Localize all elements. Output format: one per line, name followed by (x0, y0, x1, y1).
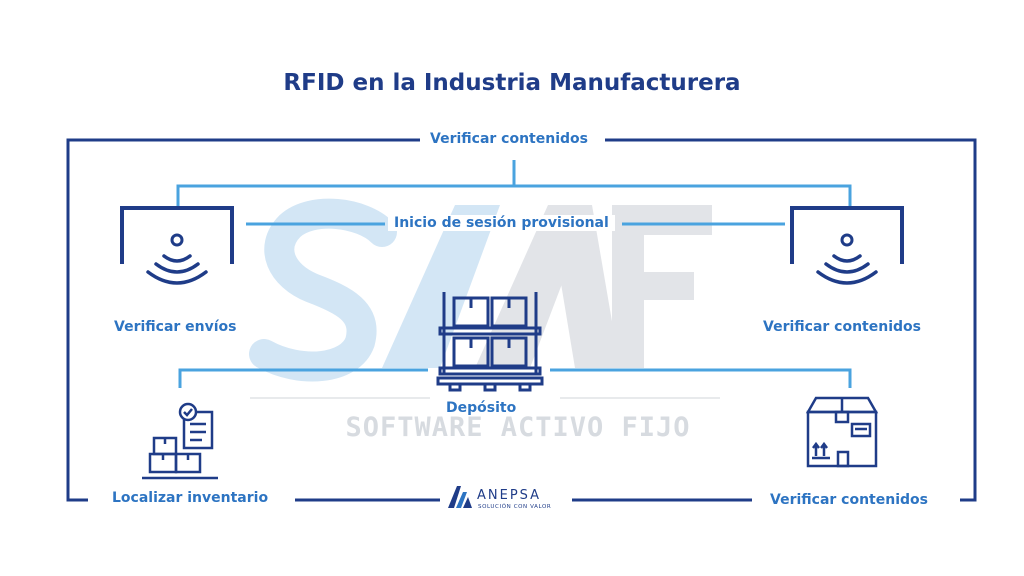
logo-tagline: SOLUCIÓN CON VALOR (478, 504, 552, 510)
anepsa-logo-icon (448, 486, 472, 508)
shipping-box-icon (805, 396, 879, 468)
label-middle: Inicio de sesión provisional (388, 215, 615, 231)
lower-bracket-line (178, 368, 428, 388)
watermark-subtitle: SOFTWARE ACTIVO FIJO (345, 412, 691, 443)
label-bottom-right: Verificar contenidos (764, 492, 934, 508)
label-left-reader: Verificar envíos (108, 319, 243, 335)
outer-frame-line (66, 138, 420, 502)
rfid-reader-icon (790, 206, 904, 285)
page-title: RFID en la Industria Manufacturera (283, 70, 741, 96)
warehouse-shelf-icon (436, 292, 544, 392)
rfid-reader-icon (120, 206, 234, 285)
label-bottom-left: Localizar inventario (106, 490, 275, 506)
lower-bracket-line (550, 368, 852, 388)
outer-frame-line (605, 138, 977, 502)
label-top: Verificar contenidos (424, 131, 594, 147)
inventory-checklist-icon (142, 402, 218, 480)
label-right-reader: Verificar contenidos (757, 319, 927, 335)
top-bracket-line (176, 184, 852, 210)
logo-name: ANEPSA (477, 488, 542, 503)
label-center: Depósito (440, 400, 523, 416)
